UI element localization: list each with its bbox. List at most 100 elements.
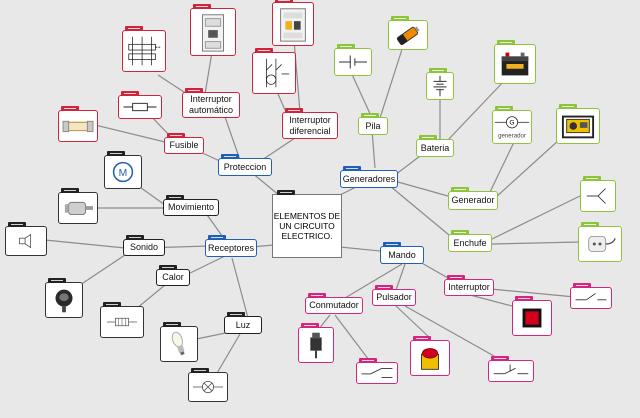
socket-symbol-image[interactable]	[580, 176, 616, 212]
node-tag	[277, 190, 295, 195]
generator-symbol-image[interactable]: G generador	[492, 106, 532, 144]
generator-letter: G	[509, 120, 514, 127]
commutator-switch-icon	[310, 332, 322, 359]
fuse-photo-image[interactable]	[58, 106, 98, 142]
commutator-symbol-image[interactable]	[356, 358, 398, 384]
light-bulb-icon	[171, 331, 185, 356]
breaker-schematic-icon	[128, 36, 162, 66]
lamp-symbol-image[interactable]	[188, 368, 228, 402]
commutator-photo-image[interactable]	[298, 323, 334, 363]
node-label: Proteccion	[223, 161, 267, 172]
node-tag	[227, 312, 245, 317]
node-label: Generador	[451, 195, 495, 205]
plug-photo-image[interactable]	[578, 222, 622, 262]
motor-symbol-icon: M	[112, 161, 134, 183]
node-movimiento[interactable]: Movimiento	[163, 195, 219, 216]
node-fusible[interactable]: Fusible	[164, 133, 204, 154]
central-line-1: ELEMENTOS DE	[273, 211, 341, 221]
node-label: Pila	[365, 120, 381, 131]
battery-symbol-image[interactable]	[426, 68, 454, 100]
generator-caption: generador	[498, 132, 526, 139]
fuse-symbol-icon	[123, 102, 157, 112]
central-line-3: ELECTRICO.	[281, 231, 333, 241]
node-tag	[383, 242, 401, 247]
node-label: Fusible	[169, 140, 199, 150]
node-luz[interactable]: Luz	[224, 312, 262, 334]
node-label: Movimiento	[167, 202, 214, 212]
rocker-switch-icon	[522, 308, 542, 328]
node-conmutador[interactable]: Conmutador	[305, 293, 363, 314]
node-tag	[208, 235, 226, 240]
plug-icon	[588, 235, 616, 253]
generator-photo-image[interactable]	[556, 104, 600, 144]
node-tag	[361, 113, 379, 118]
node-mando[interactable]: Mando	[380, 242, 424, 264]
node-calor[interactable]: Calor	[156, 265, 190, 286]
node-tag	[167, 133, 185, 138]
node-sonido[interactable]: Sonido	[123, 235, 165, 256]
node-interruptor-automatico[interactable]: Interruptor automático	[182, 88, 240, 118]
car-battery-image[interactable]	[494, 40, 536, 84]
node-label: Luz	[235, 319, 251, 330]
speaker-symbol-icon	[19, 233, 32, 249]
car-battery-icon	[501, 52, 529, 76]
node-label: Enchufe	[453, 237, 487, 248]
differential-schematic-image[interactable]	[252, 48, 296, 94]
lamp-photo-image[interactable]	[160, 322, 198, 362]
lamp-symbol-icon	[193, 381, 223, 393]
node-label: Sonido	[129, 242, 159, 252]
node-tag	[447, 275, 465, 280]
bell-photo-image[interactable]	[45, 278, 83, 318]
node-interruptor-diferencial[interactable]: Interruptor diferencial	[282, 108, 338, 139]
fuse-cartridge-icon	[62, 120, 94, 133]
switch-symbol-icon	[575, 293, 607, 301]
node-pila[interactable]: Pila	[358, 113, 388, 135]
rocker-switch-image[interactable]	[512, 296, 552, 336]
node-label-2: diferencial	[289, 125, 331, 136]
node-receptores[interactable]: Receptores	[205, 235, 257, 257]
node-proteccion[interactable]: Proteccion	[218, 154, 272, 176]
node-label: Receptores	[207, 242, 255, 253]
central-topic[interactable]: ELEMENTOS DE UN CIRCUITO ELECTRICO.	[272, 190, 342, 258]
battery-symbol-icon	[433, 75, 447, 97]
fuse-symbol-image[interactable]	[118, 91, 162, 119]
aa-battery-icon	[396, 26, 420, 46]
speaker-symbol-image[interactable]	[5, 222, 47, 256]
commutator-symbol-icon	[361, 368, 393, 378]
push-button-symbol-icon	[493, 364, 529, 375]
node-bateria[interactable]: Bateria	[416, 135, 454, 157]
heating-resistor-icon	[107, 317, 137, 327]
node-tag	[451, 230, 469, 235]
node-pulsador[interactable]: Pulsador	[372, 285, 416, 306]
push-button-icon	[421, 348, 439, 370]
node-generadores[interactable]: Generadores	[340, 166, 398, 188]
pushbutton-photo-image[interactable]	[410, 336, 450, 376]
node-label-2: automático	[188, 105, 234, 115]
pushbutton-symbol-image[interactable]	[488, 356, 534, 382]
node-tag	[126, 235, 144, 240]
differential-photo-image[interactable]	[272, 0, 314, 46]
node-tag	[166, 195, 184, 200]
node-label: Generadores	[342, 173, 396, 184]
bell-icon	[55, 289, 73, 313]
node-label: Interruptor	[448, 282, 490, 292]
resistor-symbol-image[interactable]	[100, 302, 144, 338]
generator-symbol-icon: G generador	[495, 116, 529, 139]
breaker-photo-image[interactable]	[190, 4, 236, 56]
node-interruptor[interactable]: Interruptor	[444, 275, 494, 296]
central-line-2: UN CIRCUITO	[279, 221, 335, 231]
node-tag	[451, 187, 469, 192]
node-generador[interactable]: Generador	[448, 187, 498, 210]
cell-symbol-image[interactable]	[334, 44, 372, 76]
node-tag	[419, 135, 437, 140]
differential-schematic-icon	[265, 58, 290, 88]
breaker-schematic-image[interactable]	[122, 26, 166, 72]
node-tag	[185, 88, 203, 93]
motor-symbol-image[interactable]: M	[104, 151, 142, 189]
switch-symbol-image[interactable]	[570, 283, 612, 309]
node-tag	[375, 285, 393, 290]
battery-cell-image[interactable]	[388, 16, 428, 50]
node-enchufe[interactable]: Enchufe	[448, 230, 492, 252]
node-label: Calor	[162, 272, 184, 282]
motor-photo-image[interactable]	[58, 188, 98, 224]
